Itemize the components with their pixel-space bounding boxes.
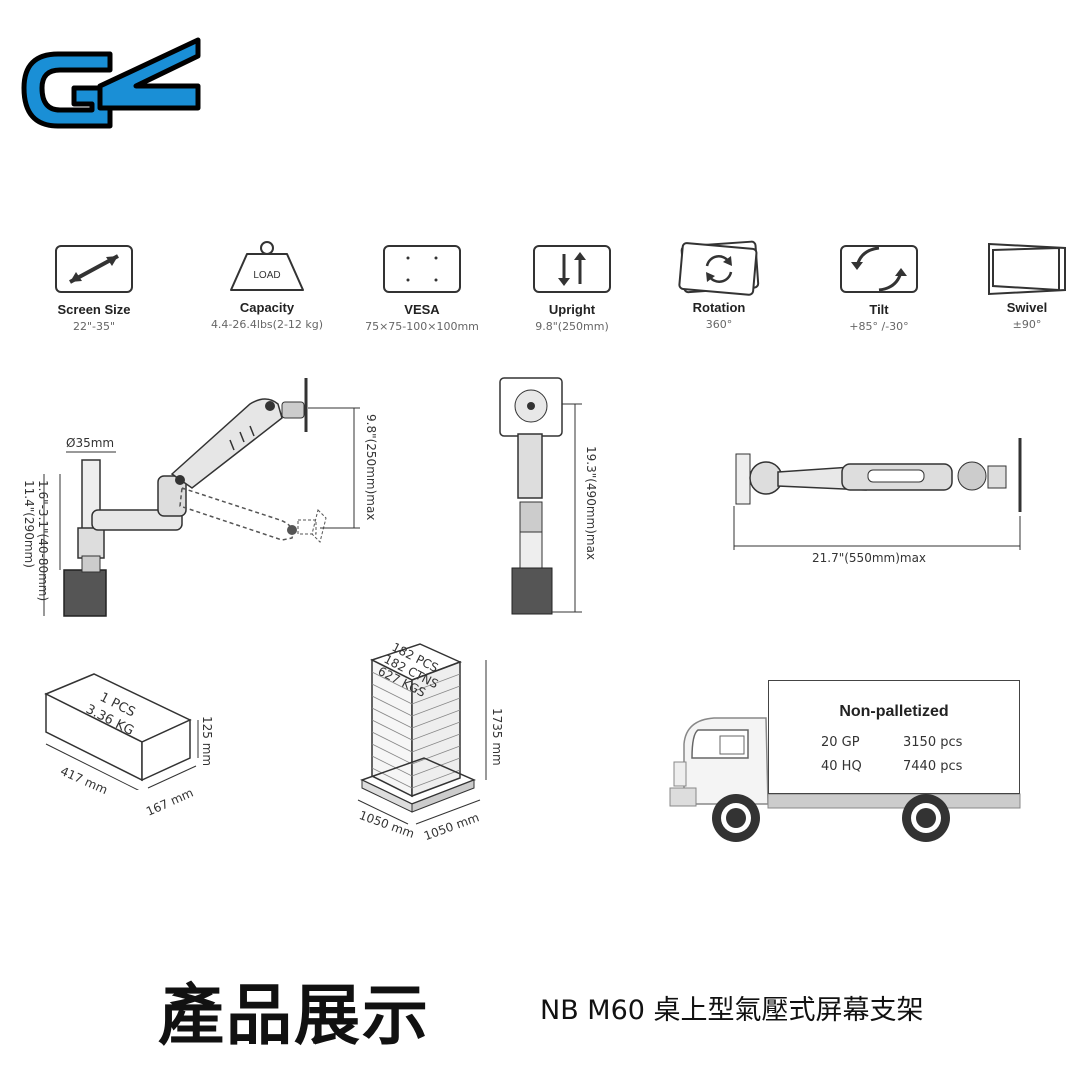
container-type: 40 HQ xyxy=(821,759,862,774)
spec-label: Swivel xyxy=(1006,300,1048,315)
carton-height-label: 125 mm xyxy=(200,716,214,767)
spec-swivel: Swivel ±90° xyxy=(952,242,1080,331)
tilt-icon xyxy=(840,245,918,293)
spec-label: VESA xyxy=(404,302,440,317)
spec-rotation: Rotation 360° xyxy=(644,240,794,331)
spec-value: 22"-35" xyxy=(72,320,116,333)
arm-top-view xyxy=(733,438,1022,550)
front-height-label: 19.3"(490mm)max xyxy=(584,446,598,561)
spec-label: Screen Size xyxy=(57,302,131,317)
screen-size-icon xyxy=(55,245,133,293)
carton-width-label: 167 mm xyxy=(144,785,196,819)
container-info-panel: Non-palletized 20 GP 3150 pcs 40 HQ 7440… xyxy=(768,680,1020,794)
capacity-icon: LOAD xyxy=(230,241,304,291)
spec-value: 75×75-100×100mm xyxy=(365,320,479,333)
arm-rise-label: 9.8"(250mm)max xyxy=(364,414,378,521)
spec-label: Tilt xyxy=(869,302,889,317)
container-qty: 3150 pcs xyxy=(903,735,963,750)
spec-value: 4.4-26.4lbs(2-12 kg) xyxy=(210,318,324,331)
truck-drawing xyxy=(669,717,1021,842)
spec-value: 360° xyxy=(705,318,733,331)
spec-value: 9.8"(250mm) xyxy=(535,320,609,333)
brand-logo xyxy=(21,37,201,129)
pallet-height-label: 1735 mm xyxy=(490,708,504,766)
arm-side-view xyxy=(43,378,360,617)
spec-upright: Upright 9.8"(250mm) xyxy=(497,244,647,333)
spec-label: Rotation xyxy=(692,300,746,315)
load-text: LOAD xyxy=(253,270,280,281)
spec-tilt: Tilt +85° /-30° xyxy=(804,244,954,333)
vesa-icon xyxy=(383,245,461,293)
swivel-icon xyxy=(988,242,1066,296)
container-type: 20 GP xyxy=(821,735,860,750)
spec-value: ±90° xyxy=(1012,318,1042,331)
pole-diameter-label: Ø35mm xyxy=(66,436,115,450)
base-height-label: 1.6"-3.1"(40-80mm) xyxy=(36,480,50,602)
rotation-icon xyxy=(678,240,760,296)
spec-label: Upright xyxy=(548,302,596,317)
spec-screen-size: Screen Size 22"-35" xyxy=(19,244,169,333)
carton-box-drawing xyxy=(44,673,199,790)
pallet-drawing xyxy=(357,643,487,825)
page-title: 產品展示 xyxy=(158,977,430,1054)
product-name: NB M60 桌上型氣壓式屏幕支架 xyxy=(540,995,924,1026)
upright-icon xyxy=(533,245,611,293)
arm-front-view xyxy=(499,377,582,615)
container-qty: 7440 pcs xyxy=(903,759,963,774)
spec-vesa: VESA 75×75-100×100mm xyxy=(347,244,497,333)
spec-value: +85° /-30° xyxy=(849,320,909,333)
reach-label: 21.7"(550mm)max xyxy=(812,551,927,565)
spec-capacity: LOAD Capacity 4.4-26.4lbs(2-12 kg) xyxy=(192,241,342,331)
pole-height-label: 11.4"(290mm) xyxy=(22,480,36,568)
container-title: Non-palletized xyxy=(839,703,949,720)
spec-label: Capacity xyxy=(239,300,295,315)
